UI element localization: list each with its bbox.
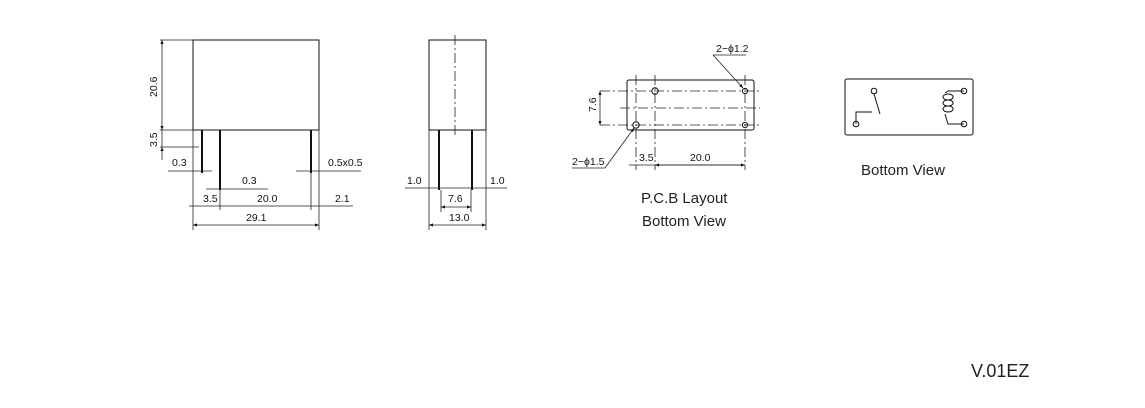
pcb-hole-small-label: 2−ϕ1.2 bbox=[716, 43, 749, 55]
dim-body-height: 20.6 bbox=[148, 76, 160, 97]
relay-body-side bbox=[428, 39, 487, 131]
switch-contact-icon bbox=[873, 93, 881, 115]
pcb-hole-large-label: 2−ϕ1.5 bbox=[572, 156, 605, 168]
pcb-caption-line1: P.C.B Layout bbox=[641, 190, 728, 207]
front-view: 20.6 3.5 0.3 0.3 0.5x0.5 3.5 20.0 2.1 29… bbox=[148, 39, 363, 230]
hole-large-1 bbox=[651, 87, 659, 95]
dim-pin-offset-right: 2.1 bbox=[335, 193, 350, 205]
dim-pin-inset-right: 1.0 bbox=[490, 175, 505, 187]
coil-terminal-bottom bbox=[960, 120, 968, 128]
switch-terminal-bottom bbox=[852, 120, 860, 128]
dim-pin-offset-left: 0.3 bbox=[172, 157, 187, 169]
dim-pin-offset-inner: 0.3 bbox=[242, 175, 257, 187]
schematic-caption: Bottom View bbox=[861, 162, 945, 179]
relay-body-front bbox=[192, 39, 320, 131]
pcb-outline bbox=[626, 79, 755, 131]
pcb-dim-col-large: 20.0 bbox=[690, 152, 711, 164]
dim-overall-width: 13.0 bbox=[449, 212, 470, 224]
pcb-layout: 7.6 2−ϕ1.2 2−ϕ1.5 3.5 20.0 P.C.B Layout … bbox=[572, 43, 760, 230]
coil-terminal-top bbox=[960, 87, 968, 95]
hole-large-2 bbox=[632, 121, 640, 129]
dim-overall-length: 29.1 bbox=[246, 212, 267, 224]
pcb-dim-col-small: 3.5 bbox=[639, 152, 654, 164]
dim-pin-size: 0.5x0.5 bbox=[328, 157, 363, 169]
switch-terminal-top bbox=[870, 87, 878, 95]
schematic-bottom-view: Bottom View bbox=[844, 78, 974, 179]
pcb-caption-line2: Bottom View bbox=[642, 213, 726, 230]
hole-small-1 bbox=[741, 87, 749, 95]
hole-small-2 bbox=[741, 121, 749, 129]
version-label: V.01EZ bbox=[971, 361, 1029, 381]
schematic-outline bbox=[844, 78, 974, 136]
dim-pin-spacing-small: 3.5 bbox=[203, 193, 218, 205]
dim-pin-row-spacing: 7.6 bbox=[448, 193, 463, 205]
dim-pin-length: 3.5 bbox=[148, 132, 160, 147]
dim-pin-spacing-large: 20.0 bbox=[257, 193, 278, 205]
coil-icon bbox=[942, 93, 954, 113]
dim-pin-inset-left: 1.0 bbox=[407, 175, 422, 187]
side-view: 1.0 1.0 7.6 13.0 bbox=[405, 35, 507, 230]
pcb-dim-row-spacing: 7.6 bbox=[587, 97, 599, 112]
